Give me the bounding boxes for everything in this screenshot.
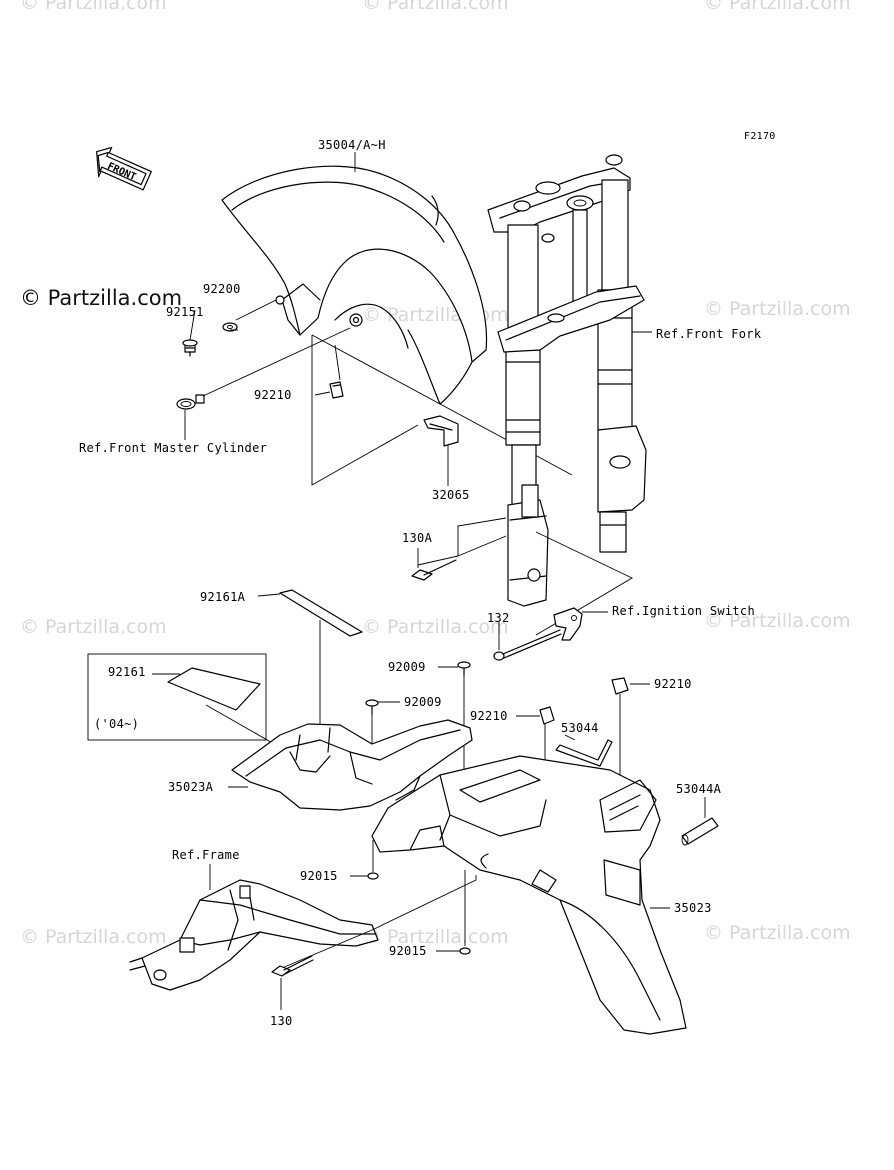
part-label-92200: 92200 xyxy=(203,282,241,296)
clip-92210-right xyxy=(611,677,629,695)
washer-92200 xyxy=(222,322,238,332)
part-label-92015-b: 92015 xyxy=(389,944,427,958)
master-cylinder-ring xyxy=(176,394,205,410)
rear-fender-inner-35023A xyxy=(231,719,473,811)
part-label-92210-right: 92210 xyxy=(654,677,692,691)
part-label-04: ('04~) xyxy=(94,717,140,731)
part-label-132: 132 xyxy=(487,611,510,625)
watermark-faint: © Partzilla.com xyxy=(20,926,167,948)
part-label-92009-a: 92009 xyxy=(388,660,426,674)
part-label-130: 130 xyxy=(270,1014,293,1028)
figure-code: F2170 xyxy=(744,131,776,142)
part-label-92210-top: 92210 xyxy=(254,388,292,402)
watermark-faint: © Partzilla.com xyxy=(704,922,851,944)
bracket-32065 xyxy=(423,415,459,447)
watermark-faint: © Partzilla.com xyxy=(20,616,167,638)
part-label-35004: 35004/A~H xyxy=(318,138,386,152)
inset-box-04 xyxy=(87,653,267,741)
nut-92015-b xyxy=(459,947,471,955)
screw-92009-b xyxy=(365,699,379,715)
part-label-130A: 130A xyxy=(402,531,433,545)
part-label-92015-a: 92015 xyxy=(300,869,338,883)
watermark-faint: © Partzilla.com xyxy=(362,926,509,948)
watermark-faint: © Partzilla.com xyxy=(704,0,851,14)
tool-53044 xyxy=(555,739,613,767)
bolt-130 xyxy=(271,955,314,977)
part-label-53044: 53044 xyxy=(561,721,599,735)
frame xyxy=(129,879,379,991)
tool-53044A xyxy=(681,817,719,846)
watermark-faint: © Partzilla.com xyxy=(704,610,851,632)
ref-front-fork: Ref.Front Fork xyxy=(656,327,762,341)
watermark-faint: © Partzilla.com xyxy=(20,0,167,14)
watermark-faint: © Partzilla.com xyxy=(704,298,851,320)
label-strip-92161A xyxy=(279,589,363,637)
nut-92015-a xyxy=(367,872,379,880)
part-label-92161: 92161 xyxy=(108,665,146,679)
watermark-faint: © Partzilla.com xyxy=(362,0,509,14)
clip-92210-top xyxy=(329,381,344,399)
part-label-32065: 32065 xyxy=(432,488,470,502)
ignition-switch-bracket xyxy=(553,607,583,641)
part-label-92151: 92151 xyxy=(166,305,204,319)
ref-front-master-cylinder: Ref.Front Master Cylinder xyxy=(79,441,268,455)
front-arrow-icon: FRONT xyxy=(96,146,152,191)
watermark-faint: © Partzilla.com xyxy=(362,616,509,638)
front-fender xyxy=(221,165,488,405)
ref-frame: Ref.Frame xyxy=(172,848,240,862)
bolt-130A xyxy=(411,559,457,581)
part-label-92210-mid: 92210 xyxy=(470,709,508,723)
rear-fender-35023 xyxy=(371,755,687,1035)
clip-92210-mid xyxy=(539,706,555,725)
part-label-92161A: 92161A xyxy=(200,590,246,604)
front-fork xyxy=(487,154,647,607)
watermark-main: © Partzilla.com xyxy=(20,286,183,310)
part-label-92009-b: 92009 xyxy=(404,695,442,709)
bolt-92151 xyxy=(182,339,198,357)
ref-ignition-switch: Ref.Ignition Switch xyxy=(612,604,755,618)
bolt-132 xyxy=(493,629,562,661)
screw-92009-a xyxy=(457,661,471,676)
part-label-53044A: 53044A xyxy=(676,782,722,796)
part-label-35023A: 35023A xyxy=(168,780,214,794)
part-label-35023: 35023 xyxy=(674,901,712,915)
